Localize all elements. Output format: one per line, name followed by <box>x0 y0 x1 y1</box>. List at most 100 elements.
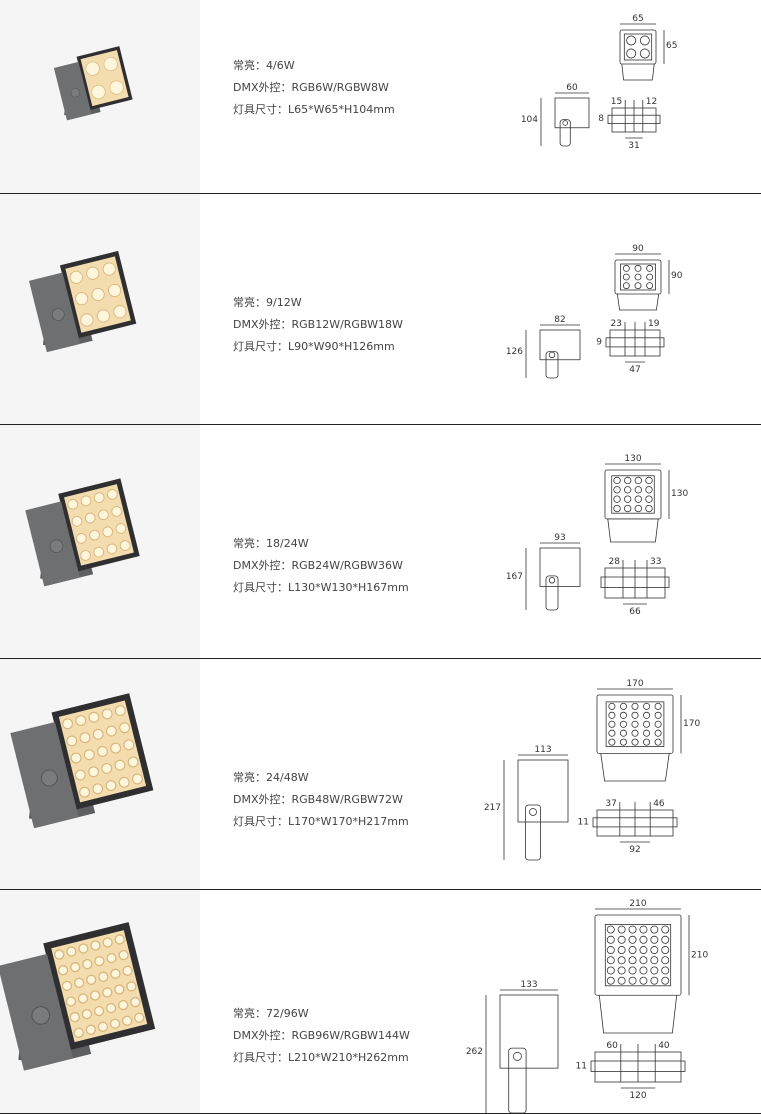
led-dot <box>88 711 100 723</box>
side-height-label: 167 <box>506 572 523 582</box>
side-width-label: 60 <box>566 83 578 93</box>
side-width-label: 82 <box>554 315 565 325</box>
led-dot <box>57 965 69 976</box>
led-dot <box>79 732 91 744</box>
dmx-spec: DMX外控：RGB96W/RGBW144W <box>233 1029 410 1042</box>
led-dot <box>70 752 82 764</box>
bottom-height-label: 11 <box>578 817 589 827</box>
front-height-label: 210 <box>691 950 708 960</box>
led-dot <box>130 996 141 1008</box>
floodlight-product-image <box>53 46 133 121</box>
led-dot <box>91 85 106 100</box>
led-dot <box>108 283 122 298</box>
led-dot <box>107 488 118 500</box>
led-dot <box>67 498 79 510</box>
led-dot <box>66 735 78 747</box>
led-dot <box>114 984 125 995</box>
led-dot <box>97 1021 109 1032</box>
led-dot <box>102 987 113 998</box>
led-dot <box>110 742 122 754</box>
bottom-height-label: 9 <box>596 337 602 347</box>
led-dot <box>74 769 86 781</box>
led-dot <box>118 999 129 1011</box>
led-dot <box>93 546 105 558</box>
product-image-panel <box>0 890 200 1113</box>
led-dot <box>71 515 83 527</box>
floodlight-product-image <box>28 250 137 353</box>
led-dot <box>90 940 101 951</box>
side-view-drawing: 113 217 <box>484 745 569 861</box>
led-dot <box>80 550 91 561</box>
led-dot <box>123 739 135 751</box>
led-dot <box>62 718 74 730</box>
led-dot <box>85 61 100 76</box>
led-dot <box>118 949 129 961</box>
product-image-panel <box>0 659 200 889</box>
led-dot <box>92 783 104 795</box>
led-dot <box>109 1018 121 1029</box>
floodlight-product-image <box>0 922 156 1071</box>
led-dot <box>122 965 133 976</box>
dmx-spec: DMX外控：RGB12W/RGBW18W <box>233 318 403 331</box>
bottom-dim-b-label: 19 <box>648 319 660 329</box>
side-width-label: 113 <box>534 745 551 755</box>
led-dot <box>106 952 117 964</box>
led-dot <box>119 722 131 734</box>
front-height-label: 65 <box>666 41 677 51</box>
floodlight-product-image <box>10 693 154 829</box>
led-dot <box>103 57 118 72</box>
led-dot <box>78 943 89 954</box>
led-dot <box>79 786 91 798</box>
led-dot <box>134 1012 145 1023</box>
front-height-label: 130 <box>671 489 688 499</box>
bottom-dim-a-label: 60 <box>606 1041 618 1051</box>
dmx-spec: DMX外控：RGB48W/RGBW72W <box>233 793 403 806</box>
front-width-label: 210 <box>629 899 646 909</box>
led-dot <box>73 1027 84 1038</box>
led-dot <box>96 309 110 323</box>
led-dot <box>93 1005 105 1017</box>
led-dot <box>105 725 117 737</box>
bottom-height-label: 8 <box>598 114 604 124</box>
led-dot <box>114 705 126 717</box>
led-dot <box>94 956 105 967</box>
led-dot <box>70 962 81 973</box>
product-image-panel <box>0 194 200 424</box>
power-spec: 常亮：9/12W <box>233 296 302 309</box>
led-dot <box>102 262 116 276</box>
led-dot <box>77 993 89 1004</box>
floodlight-product-image <box>25 478 140 587</box>
led-dot <box>109 80 124 95</box>
led-dot <box>65 996 77 1007</box>
led-dot <box>106 543 118 555</box>
led-dot <box>73 977 85 988</box>
bottom-dim-b-label: 46 <box>653 799 665 809</box>
bottom-dim-a-label: 15 <box>611 97 622 107</box>
led-dot <box>105 780 117 792</box>
led-dot <box>89 529 100 541</box>
led-dot <box>66 946 77 957</box>
led-dot <box>84 512 96 524</box>
led-dot <box>86 974 97 985</box>
led-dot <box>110 968 121 979</box>
side-height-label: 217 <box>484 803 501 813</box>
bottom-dim-a-label: 37 <box>605 799 616 809</box>
bottom-dim-b-label: 12 <box>646 97 657 107</box>
